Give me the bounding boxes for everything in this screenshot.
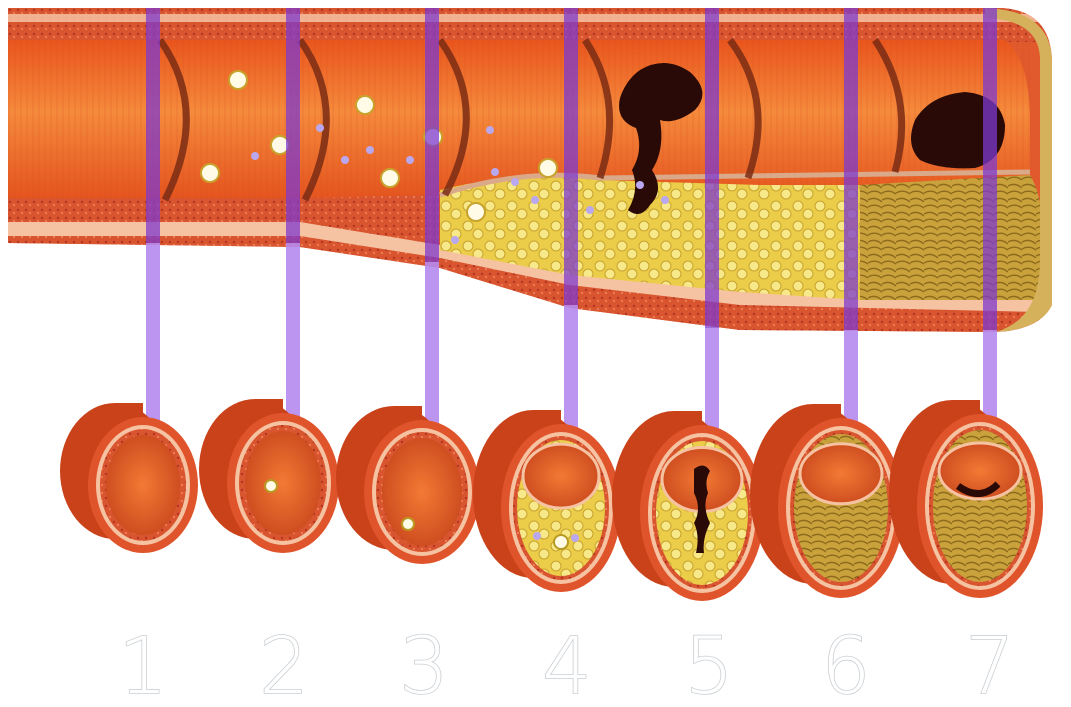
stage-number-1: 1 [118,622,168,707]
plaque-advanced-fibrous [860,175,1045,300]
cross-section-7 [889,400,1043,598]
stage-number-5: 5 [684,622,734,707]
cross-section-1 [60,403,198,553]
cross-section-particle-4-3 [571,534,579,542]
stage-number-7: 7 [965,622,1015,707]
cross-section-2 [199,399,339,553]
stage-connector-1 [146,243,160,427]
artery-wall-top-texture [8,8,1052,42]
stage-marker-band-1 [146,8,160,243]
stage-marker-band-4 [564,8,578,305]
cross-section-6 [750,404,904,598]
stage-numbers: 1 2 3 4 5 6 7 [118,622,1015,707]
stage-connector-7 [983,330,997,424]
cross-section-5 [612,411,764,601]
stage-marker-band-2 [286,8,300,243]
cross-section-lumen-1 [106,435,180,535]
cross-section-leukocyte-3 [402,518,414,530]
stage-connector-5 [705,328,719,435]
artery-longitudinal-section [8,8,1052,335]
stage-connector-3 [425,262,439,430]
cross-section-3 [336,406,480,564]
cross-section-lumen-3 [382,438,462,546]
artery-intima-top [8,14,1052,22]
stage-marker-band-5 [705,8,719,328]
stage-marker-band-6 [844,8,858,330]
stage-connector-6 [844,330,858,428]
cross-section-4 [473,410,621,592]
cross-section-lumen-2 [245,431,321,535]
stage-marker-band-7 [983,8,997,330]
cross-section-particle-4-1 [533,532,541,540]
stage-number-3: 3 [399,622,449,707]
stage-marker-band-3 [425,8,439,262]
cross-section-lumen-6 [800,444,882,504]
stage-number-4: 4 [542,622,592,707]
cross-section-leukocyte-2 [265,480,277,492]
stage-connector-2 [286,243,300,423]
stage-number-2: 2 [259,622,309,707]
cross-section-particle-4-2 [554,535,568,549]
cross-section-lumen-4 [523,444,599,508]
stage-number-6: 6 [821,622,871,707]
stage-connector-4 [564,305,578,434]
cross-sections [60,399,1043,601]
